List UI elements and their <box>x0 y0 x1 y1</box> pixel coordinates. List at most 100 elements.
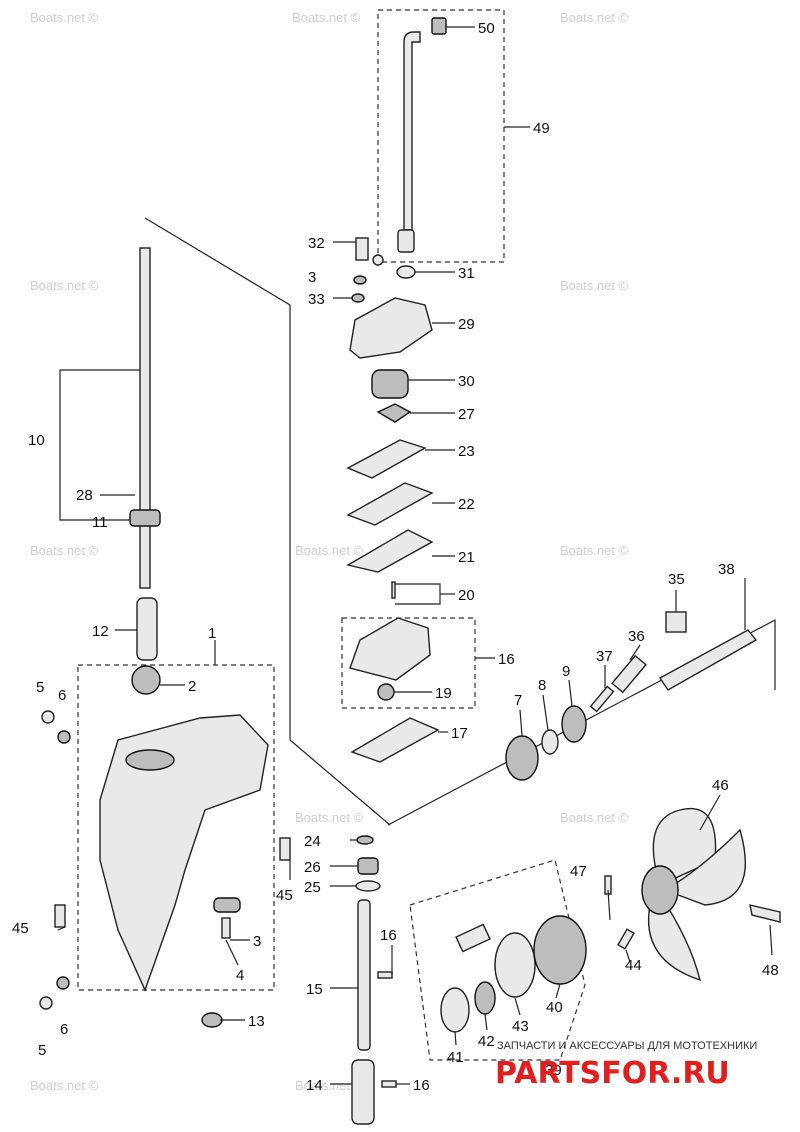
bolt-4 <box>221 917 231 939</box>
callout-3b: 3 <box>253 933 261 950</box>
washer-6b <box>56 976 70 990</box>
clip-35 <box>665 611 687 633</box>
callout-27: 27 <box>458 406 475 423</box>
water-tube <box>403 31 421 231</box>
callout-33: 33 <box>308 291 325 308</box>
seal-ring <box>372 254 384 266</box>
spring-36 <box>611 654 647 694</box>
callout-11: 11 <box>92 514 108 531</box>
pin-16c <box>381 1080 397 1088</box>
callout-29: 29 <box>458 316 475 333</box>
callout-9: 9 <box>562 663 570 680</box>
callout-35: 35 <box>668 571 685 588</box>
callout-23: 23 <box>458 443 475 460</box>
mount-3 <box>213 897 241 913</box>
watermark-text: Boats.net © <box>30 10 99 25</box>
bolt-5b <box>39 996 53 1010</box>
callout-45b: 45 <box>276 887 293 904</box>
callout-15: 15 <box>306 981 323 998</box>
callout-3: 3 <box>308 269 316 286</box>
watermarks: Boats.net © Boats.net © Boats.net © Boat… <box>30 10 629 1093</box>
watermark-text: Boats.net © <box>295 543 364 558</box>
bolt-5 <box>41 710 55 724</box>
bearing-2 <box>131 665 161 695</box>
callout-40: 40 <box>546 999 563 1016</box>
shift-shaft-assembly <box>351 899 397 1125</box>
callout-16: 16 <box>498 651 515 668</box>
gasket-21 <box>346 529 434 573</box>
bushing-12 <box>136 597 158 661</box>
callout-43: 43 <box>512 1018 529 1035</box>
prop-blade <box>663 828 747 906</box>
gear-set <box>455 923 491 953</box>
washer-6 <box>57 730 71 744</box>
plate-22 <box>346 482 434 526</box>
bearing-11 <box>129 509 161 527</box>
callout-39: 39 <box>545 1062 562 1079</box>
callout-25: 25 <box>304 879 321 896</box>
gasket-23 <box>346 439 427 479</box>
pump-housing-29 <box>349 297 433 359</box>
oring-24 <box>356 835 374 845</box>
bolt-45b <box>279 837 291 861</box>
plug-13 <box>201 1012 223 1028</box>
watermark-text: Boats.net © <box>30 543 99 558</box>
oring-43 <box>494 932 536 998</box>
box-16 <box>341 617 476 709</box>
callout-49: 49 <box>533 120 550 137</box>
callout-16b: 16 <box>380 927 397 944</box>
callout-30: 30 <box>458 373 475 390</box>
callout-48: 48 <box>762 962 779 979</box>
grommet-31 <box>396 265 416 279</box>
grommet-50 <box>431 17 447 35</box>
insert-30 <box>371 369 409 399</box>
leader <box>59 370 130 521</box>
propeller <box>641 808 781 982</box>
callout-7: 7 <box>514 692 522 709</box>
callout-5b: 5 <box>38 1042 46 1059</box>
callout-8: 8 <box>538 677 546 694</box>
callout-26: 26 <box>304 859 321 876</box>
brand-watermark: ЗАПЧАСТИ И АКСЕССУАРЫ ДЛЯ МОТОТЕХНИКИ PA… <box>495 1040 757 1091</box>
callout-10: 10 <box>28 432 45 449</box>
callout-14: 14 <box>306 1077 323 1094</box>
callout-6: 6 <box>58 687 66 704</box>
pin-20 <box>391 581 396 599</box>
carrier-40 <box>533 915 587 985</box>
prop-shaft-38 <box>658 629 758 691</box>
bolt-32 <box>355 237 369 261</box>
callout-17: 17 <box>451 725 468 742</box>
shift-shaft-14 <box>351 1059 375 1125</box>
oring-25 <box>355 880 381 892</box>
callout-45: 45 <box>12 920 29 937</box>
callout-22: 22 <box>458 496 475 513</box>
callout-32: 32 <box>308 235 325 252</box>
box-49 <box>377 9 505 263</box>
box-39 <box>409 859 586 1061</box>
gasket-17 <box>350 717 440 763</box>
callout-28: 28 <box>76 487 93 504</box>
pin-16b <box>377 971 393 979</box>
gearcase-housing <box>39 710 291 1028</box>
brand-tagline: ЗАПЧАСТИ И АКСЕССУАРЫ ДЛЯ МОТОТЕХНИКИ <box>497 1040 757 1052</box>
prop-blade <box>647 893 701 982</box>
callout-41: 41 <box>447 1049 464 1066</box>
watermark-text: Boats.net © <box>560 278 629 293</box>
callout-5: 5 <box>36 679 44 696</box>
pickup-tube-assembly <box>372 17 447 266</box>
seal-42 <box>474 981 496 1015</box>
tube-seal <box>397 229 415 253</box>
propeller-shaft-assembly <box>505 611 758 781</box>
callouts: 50 49 32 3 31 33 29 30 27 23 22 21 20 16… <box>12 20 779 1094</box>
seal-19 <box>377 683 395 701</box>
callout-50: 50 <box>478 20 495 37</box>
impeller-27 <box>376 403 412 423</box>
brand-logo: PARTSFOR.RU <box>495 1056 730 1091</box>
shaft-bore <box>125 749 175 771</box>
shaft-guide-line <box>144 217 391 826</box>
callout-24: 24 <box>304 833 321 850</box>
prop-hub <box>641 865 679 915</box>
shim-8 <box>541 729 559 755</box>
callout-19: 19 <box>435 685 452 702</box>
callout-37: 37 <box>596 648 613 665</box>
